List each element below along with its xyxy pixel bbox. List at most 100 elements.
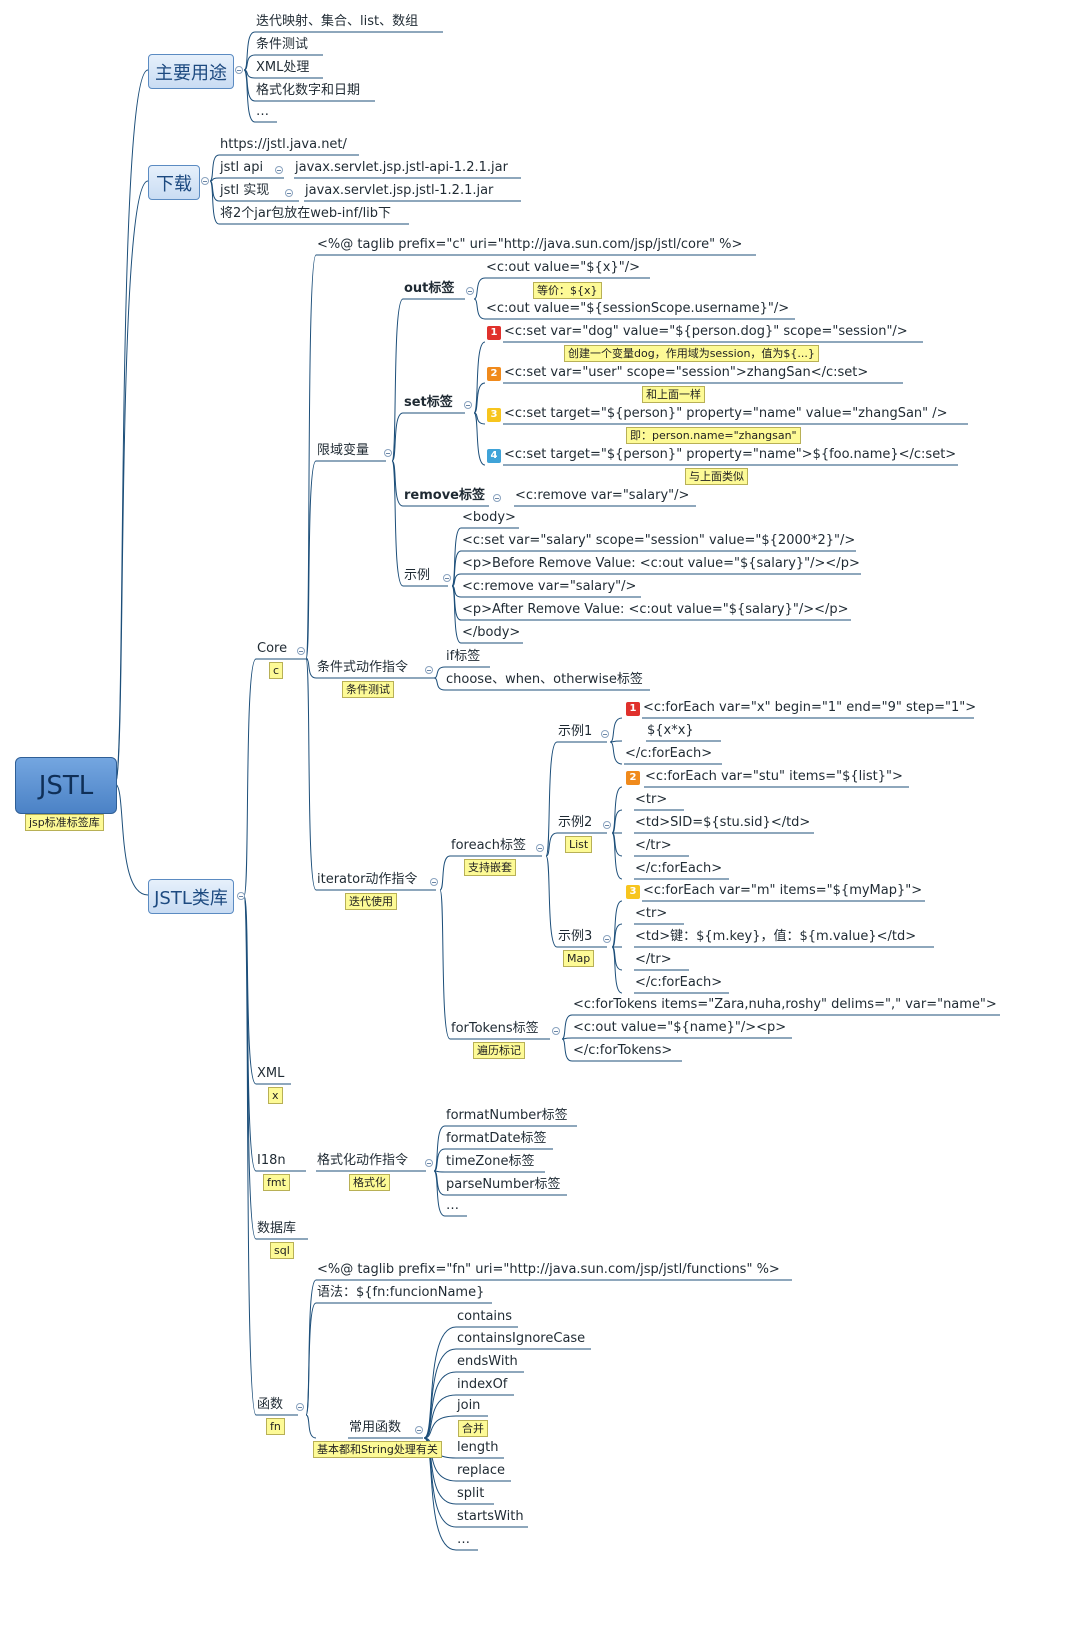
out-tag-node[interactable]: out标签 [404, 281, 455, 296]
download-url-link[interactable]: https://jstl.java.net/ [220, 137, 347, 152]
fortokens-line[interactable]: </c:forTokens> [573, 1043, 673, 1058]
collapse-toggle-icon[interactable] [443, 574, 451, 582]
collapse-toggle-icon[interactable] [430, 878, 438, 886]
scope-example-node[interactable]: 示例 [404, 568, 431, 583]
example-code-line[interactable]: <p>Before Remove Value: <c:out value="${… [462, 556, 860, 571]
common-function-item[interactable]: contains [457, 1309, 513, 1324]
foreach2-line[interactable]: </c:forEach> [635, 861, 723, 876]
common-function-item[interactable]: startsWith [457, 1509, 524, 1524]
common-function-item[interactable]: split [457, 1486, 485, 1501]
collapse-toggle-icon[interactable] [466, 287, 474, 295]
collapse-toggle-icon[interactable] [425, 666, 433, 674]
collapse-toggle-icon[interactable] [201, 177, 209, 185]
main-use-item[interactable]: XML处理 [256, 60, 310, 75]
foreach-example-1[interactable]: 示例1 [558, 724, 593, 739]
foreach3-line[interactable]: </c:forEach> [635, 975, 723, 990]
foreach2-line[interactable]: <c:forEach var="stu" items="${list}"> [645, 769, 903, 784]
fortokens-tag-node[interactable]: forTokens标签 [451, 1021, 539, 1036]
main-use-item[interactable]: 条件测试 [256, 37, 309, 52]
foreach-tag-node[interactable]: foreach标签 [451, 838, 526, 853]
collapse-toggle-icon[interactable] [415, 1426, 423, 1434]
collapse-toggle-icon[interactable] [493, 494, 501, 502]
foreach-example-3[interactable]: 示例3 [558, 929, 593, 944]
foreach1-line[interactable]: </c:forEach> [625, 746, 713, 761]
set-example-2[interactable]: <c:set var="user" scope="session">zhangS… [504, 365, 869, 380]
jstl-api-jar[interactable]: javax.servlet.jsp.jstl-api-1.2.1.jar [295, 160, 508, 175]
common-function-item[interactable]: indexOf [457, 1377, 508, 1392]
foreach2-line[interactable]: <td>SID=${stu.sid}</td> [635, 815, 811, 830]
iterator-node[interactable]: iterator动作指令 [317, 872, 418, 887]
jstl-impl-jar[interactable]: javax.servlet.jsp.jstl-1.2.1.jar [305, 183, 494, 198]
foreach1-line[interactable]: <c:forEach var="x" begin="1" end="9" ste… [643, 700, 977, 715]
remove-example[interactable]: <c:remove var="salary"/> [515, 488, 690, 503]
format-tag-item[interactable]: formatNumber标签 [446, 1108, 568, 1123]
jstl-api-label[interactable]: jstl api [220, 160, 264, 175]
common-function-item[interactable]: replace [457, 1463, 506, 1478]
collapse-toggle-icon[interactable] [464, 401, 472, 409]
foreach3-line[interactable]: </tr> [635, 952, 672, 967]
scope-vars-node[interactable]: 限域变量 [317, 443, 370, 458]
set-example-4[interactable]: <c:set target="${person}" property="name… [504, 447, 957, 462]
deploy-instruction[interactable]: 将2个jar包放在web-inf/lib下 [220, 206, 392, 221]
i18n-node[interactable]: I18n [257, 1153, 286, 1168]
foreach2-line[interactable]: </tr> [635, 838, 672, 853]
core-node[interactable]: Core [257, 641, 288, 656]
main-use-item[interactable]: 格式化数字和日期 [256, 83, 361, 98]
collapse-toggle-icon[interactable] [601, 730, 609, 738]
common-function-item[interactable]: length [457, 1440, 499, 1455]
collapse-toggle-icon[interactable] [285, 189, 293, 197]
if-tag-item[interactable]: if标签 [446, 649, 481, 664]
example-code-line[interactable]: <c:remove var="salary"/> [462, 579, 637, 594]
set-example-3[interactable]: <c:set target="${person}" property="name… [504, 406, 948, 421]
common-function-item[interactable]: … [457, 1532, 470, 1547]
collapse-toggle-icon[interactable] [603, 935, 611, 943]
collapse-toggle-icon[interactable] [275, 166, 283, 174]
foreach3-line[interactable]: <tr> [635, 906, 668, 921]
foreach2-line[interactable]: <tr> [635, 792, 668, 807]
format-tag-item[interactable]: formatDate标签 [446, 1131, 547, 1146]
jstl-library-node[interactable]: JSTL类库 [148, 879, 234, 914]
common-function-item[interactable]: join [457, 1398, 481, 1413]
collapse-toggle-icon[interactable] [297, 647, 305, 655]
fortokens-line[interactable]: <c:out value="${name}"/><p> [573, 1020, 787, 1035]
example-code-line[interactable]: </body> [462, 625, 521, 640]
collapse-toggle-icon[interactable] [536, 844, 544, 852]
collapse-toggle-icon[interactable] [296, 1403, 304, 1411]
common-functions-node[interactable]: 常用函数 [349, 1420, 402, 1435]
sql-node[interactable]: 数据库 [257, 1221, 297, 1236]
choose-tag-item[interactable]: choose、when、otherwise标签 [446, 672, 643, 687]
foreach-example-2[interactable]: 示例2 [558, 815, 593, 830]
format-tag-item[interactable]: parseNumber标签 [446, 1177, 561, 1192]
format-action-node[interactable]: 格式化动作指令 [317, 1153, 409, 1168]
fn-syntax[interactable]: 语法：${fn:funcionName} [317, 1285, 485, 1300]
example-code-line[interactable]: <body> [462, 510, 516, 525]
remove-tag-node[interactable]: remove标签 [404, 488, 485, 503]
foreach1-line[interactable]: ${x*x} [647, 723, 694, 738]
main-use-item[interactable]: … [256, 104, 269, 119]
foreach3-line[interactable]: <td>键：${m.key}，值：${m.value}</td> [635, 929, 917, 944]
collapse-toggle-icon[interactable] [425, 1159, 433, 1167]
xml-node[interactable]: XML [257, 1066, 285, 1081]
common-function-item[interactable]: containsIgnoreCase [457, 1331, 586, 1346]
collapse-toggle-icon[interactable] [552, 1027, 560, 1035]
collapse-toggle-icon[interactable] [384, 449, 392, 457]
common-function-item[interactable]: endsWith [457, 1354, 518, 1369]
collapse-toggle-icon[interactable] [235, 66, 243, 74]
format-tag-item[interactable]: timeZone标签 [446, 1154, 535, 1169]
out-line-2[interactable]: <c:out value="${sessionScope.username}"/… [486, 301, 790, 316]
jstl-impl-label[interactable]: jstl 实现 [220, 183, 270, 198]
core-taglib-directive[interactable]: <%@ taglib prefix="c" uri="http://java.s… [317, 237, 743, 252]
main-uses-node[interactable]: 主要用途 [148, 54, 234, 89]
format-tag-item[interactable]: … [446, 1198, 459, 1213]
out-line-1[interactable]: <c:out value="${x}"/> [486, 260, 640, 275]
set-example-1[interactable]: <c:set var="dog" value="${person.dog}" s… [504, 324, 908, 339]
download-node[interactable]: 下载 [148, 165, 200, 200]
fortokens-line[interactable]: <c:forTokens items="Zara,nuha,roshy" del… [573, 997, 997, 1012]
foreach3-line[interactable]: <c:forEach var="m" items="${myMap}"> [643, 883, 923, 898]
example-code-line[interactable]: <p>After Remove Value: <c:out value="${s… [462, 602, 849, 617]
example-code-line[interactable]: <c:set var="salary" scope="session" valu… [462, 533, 856, 548]
collapse-toggle-icon[interactable] [237, 892, 245, 900]
collapse-toggle-icon[interactable] [603, 821, 611, 829]
fn-taglib-directive[interactable]: <%@ taglib prefix="fn" uri="http://java.… [317, 1262, 780, 1277]
conditional-node[interactable]: 条件式动作指令 [317, 660, 409, 675]
